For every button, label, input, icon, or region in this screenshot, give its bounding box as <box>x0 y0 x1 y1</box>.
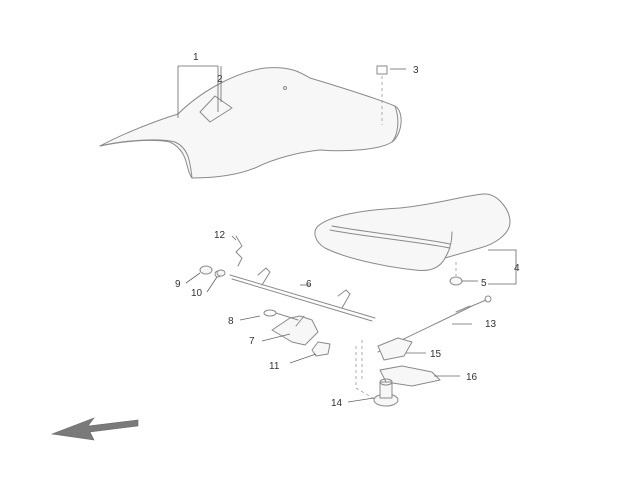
bolt <box>376 65 388 125</box>
seat-lock-rod <box>214 267 376 322</box>
cable-clamp <box>311 341 331 357</box>
callout-11: 11 <box>269 361 280 372</box>
seat-lock-cylinder <box>373 378 399 407</box>
rider-seat <box>99 67 402 179</box>
cable-holder <box>377 337 413 361</box>
callout-6: 6 <box>306 279 312 290</box>
spring <box>235 235 243 267</box>
callout-2: 2 <box>217 74 223 85</box>
callout-8: 8 <box>228 316 234 327</box>
cushion <box>449 262 463 286</box>
callout-7: 7 <box>249 336 255 347</box>
screw <box>263 309 299 321</box>
callout-1: 1 <box>193 52 199 63</box>
passenger-seat <box>314 193 511 271</box>
callout-10: 10 <box>191 288 203 299</box>
front-direction-arrow-icon <box>50 417 139 441</box>
callout-13: 13 <box>485 319 497 330</box>
collar <box>199 265 226 277</box>
callout-14: 14 <box>331 398 343 409</box>
lock-bracket <box>271 315 319 346</box>
leader-lines <box>177 65 517 403</box>
callout-12: 12 <box>214 230 226 241</box>
callout-4: 4 <box>514 263 520 274</box>
callout-5: 5 <box>481 278 487 289</box>
callout-9: 9 <box>175 279 181 290</box>
callout-16: 16 <box>466 372 478 383</box>
callout-3: 3 <box>413 65 419 76</box>
callout-15: 15 <box>430 349 442 360</box>
